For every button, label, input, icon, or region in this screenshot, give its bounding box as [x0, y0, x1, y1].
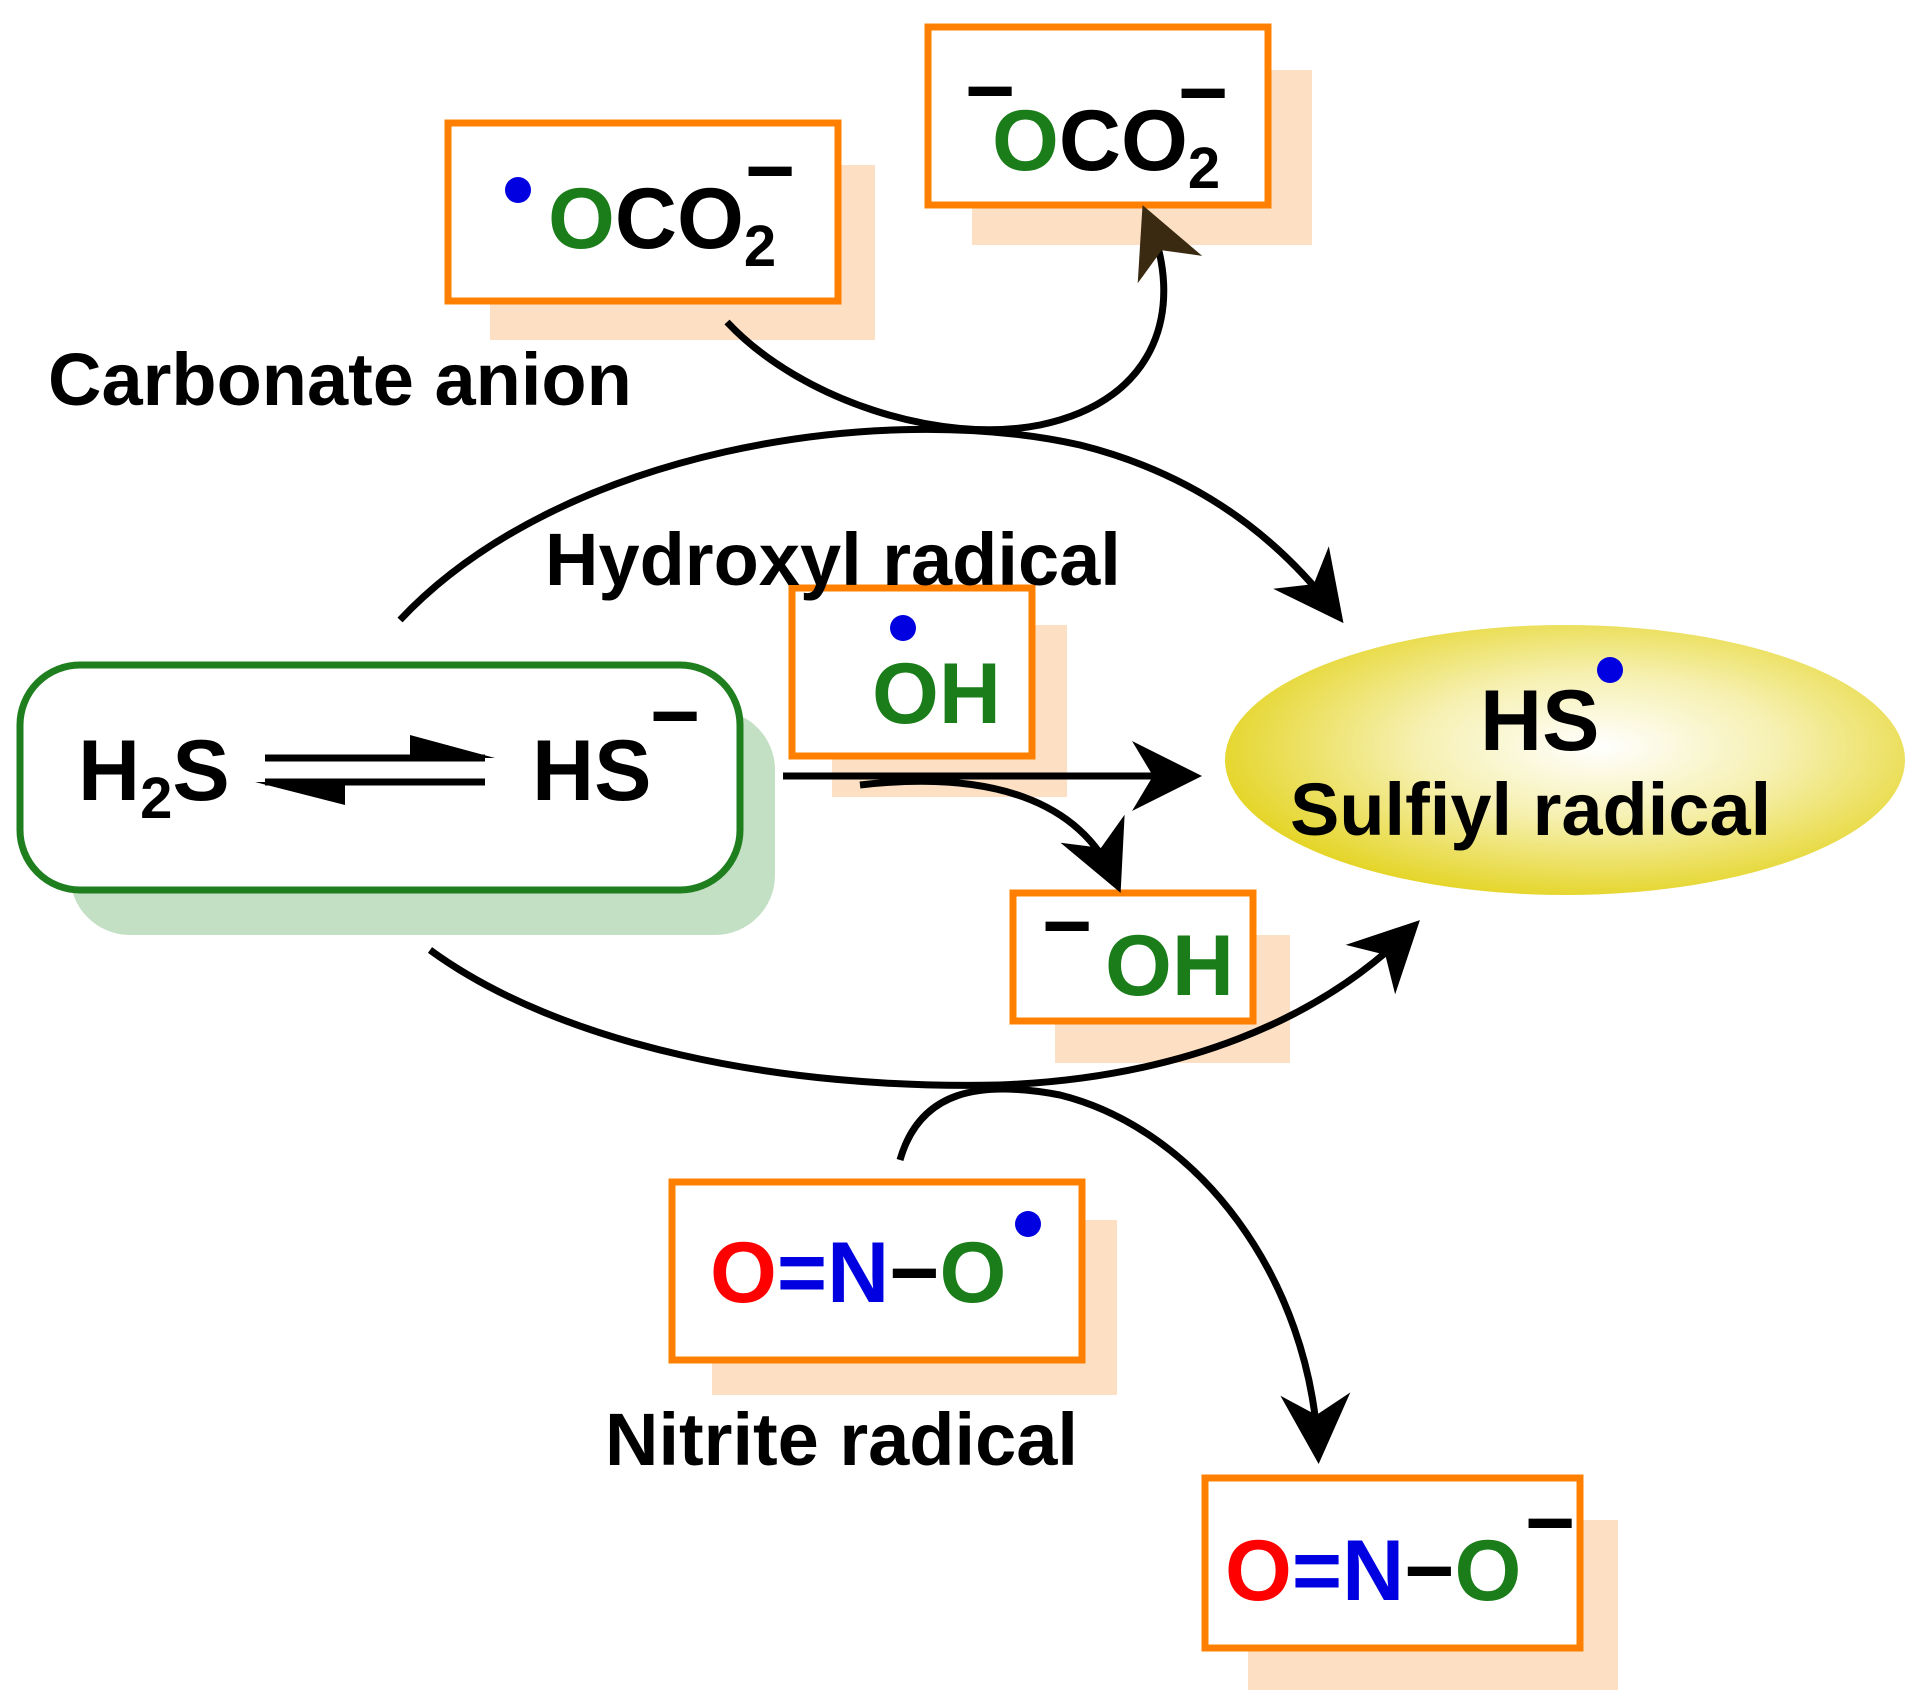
sulfiyl-radical-product: HS Sulfiyl radical	[1225, 625, 1905, 895]
nitrite-anion-charge: −	[1525, 1475, 1575, 1571]
product-ellipse	[1225, 625, 1905, 895]
carbonate-anion-formula: OCO2	[992, 93, 1220, 201]
carbonate-anion-left-charge: −	[965, 43, 1015, 139]
nitrite-radical-label: Nitrite radical	[605, 1398, 1078, 1481]
carbonate-anion-box: − OCO2 −	[924, 23, 1312, 245]
h2s-formula: H2S	[78, 723, 230, 831]
hs-anion-formula: HS	[532, 723, 651, 819]
equilibrium-arrows	[255, 735, 495, 805]
hs-anion-charge: −	[650, 668, 700, 764]
arrow-carbonate	[724, 205, 1203, 434]
hydroxide-charge: −	[1042, 878, 1092, 974]
radical-dot-icon	[1597, 657, 1623, 683]
equilibrium-box-frame	[16, 661, 744, 894]
radical-dot-icon	[1015, 1211, 1041, 1237]
reaction-arrows	[397, 205, 1420, 1464]
hydroxide-formula: OH	[1105, 918, 1234, 1014]
hydroxide-box: − OH	[1009, 878, 1290, 1063]
radical-dot-icon	[505, 177, 531, 203]
hydroxyl-radical-formula: OH	[872, 646, 1001, 742]
hydroxyl-radical-label: Hydroxyl radical	[545, 518, 1121, 601]
arrow-bottom-arc	[427, 920, 1420, 1089]
nitrite-radical-box: O=N−O	[668, 1178, 1117, 1395]
arrow-hydroxyl	[859, 777, 1125, 893]
product-formula: HS	[1480, 673, 1599, 769]
carbonate-radical-formula: OCO2	[548, 171, 776, 279]
carbonate-anion-label: Carbonate anion	[48, 338, 632, 421]
nitrite-radical-formula: O=N−O	[710, 1225, 1006, 1321]
carbonate-anion-charge: −	[1178, 45, 1228, 141]
hydroxyl-radical-box: OH	[788, 584, 1067, 797]
radical-dot-icon	[890, 615, 916, 641]
arrow-nitrite	[896, 1085, 1351, 1464]
product-label: Sulfiyl radical	[1290, 768, 1771, 851]
nitrite-anion-formula: O=N−O	[1225, 1523, 1521, 1619]
nitrite-anion-box: O=N−O −	[1201, 1474, 1618, 1690]
carbonate-radical-box: OCO2 −	[444, 119, 875, 340]
carbonate-radical-charge: −	[745, 123, 795, 219]
equilibrium-box: H2S HS −	[16, 661, 775, 935]
